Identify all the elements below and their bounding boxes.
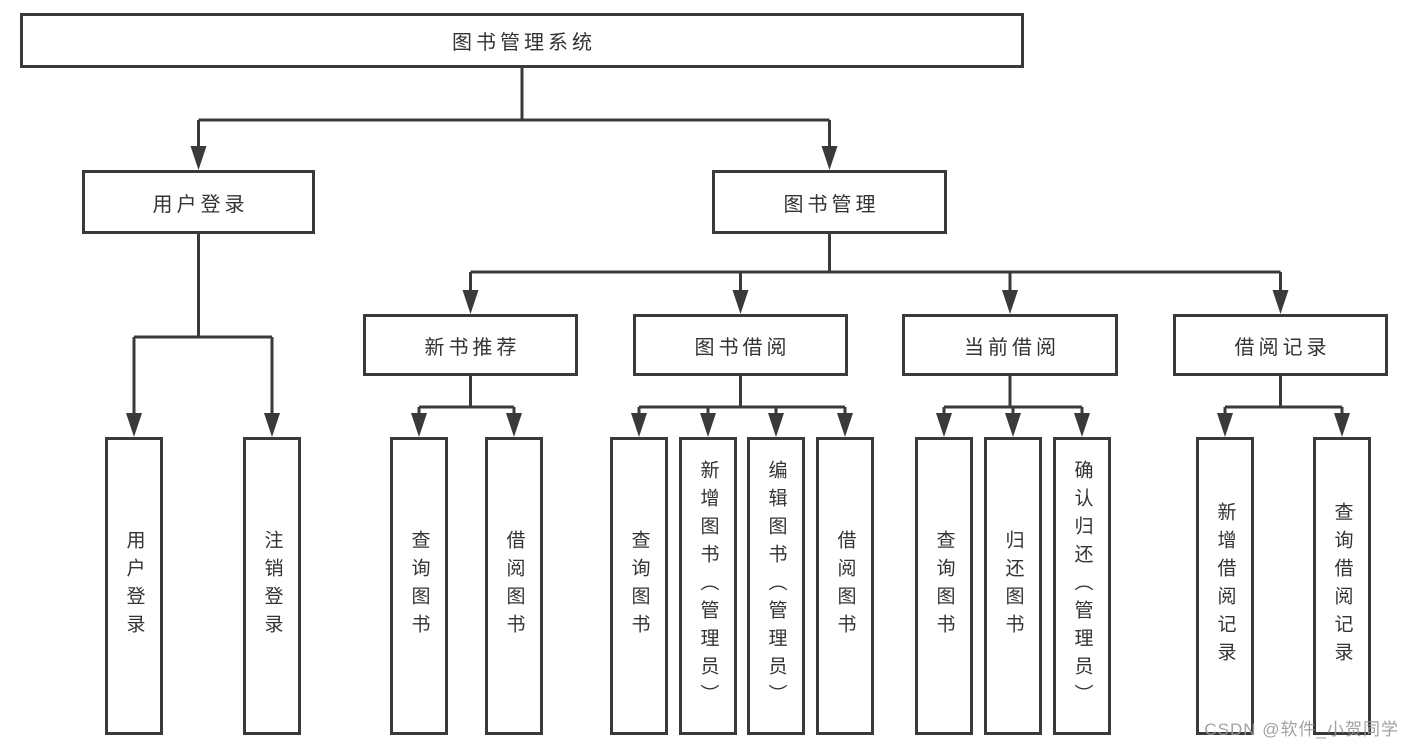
- arrowhead-icon: [700, 413, 716, 437]
- node-label: 图书管理系统: [452, 32, 596, 54]
- arrowhead-icon: [821, 146, 838, 170]
- node-book-mgmt: 图书管理: [712, 170, 947, 234]
- arrowhead-icon: [1217, 413, 1233, 437]
- node-leaf-bw-add: 新增图书（管理员）: [679, 437, 737, 735]
- node-label: 归还图书: [1002, 530, 1024, 642]
- node-label: 用户登录: [152, 193, 249, 216]
- node-label: 图书管理: [783, 193, 880, 216]
- node-leaf-bw-edit: 编辑图书（管理员）: [747, 437, 805, 735]
- node-label: 借阅图书: [503, 530, 525, 642]
- arrowhead-icon: [1272, 290, 1289, 314]
- node-leaf-nb-query: 查询图书: [390, 437, 448, 735]
- node-label: 查询图书: [408, 530, 430, 642]
- node-label: 用户登录: [123, 530, 145, 642]
- watermark: CSDN @软件_小贺同学: [1204, 720, 1399, 739]
- arrowhead-icon: [631, 413, 647, 437]
- node-label: 查询图书: [933, 530, 955, 642]
- node-label: 新增借阅记录: [1214, 502, 1236, 670]
- node-root: 图书管理系统: [20, 13, 1024, 68]
- node-label: 确认归还（管理员）: [1071, 460, 1093, 712]
- node-label: 注销登录: [261, 530, 283, 642]
- arrowhead-icon: [411, 413, 427, 437]
- arrowhead-icon: [936, 413, 952, 437]
- arrowhead-icon: [1334, 413, 1350, 437]
- node-leaf-cur-query: 查询图书: [915, 437, 973, 735]
- node-leaf-rec-query: 查询借阅记录: [1313, 437, 1371, 735]
- arrowhead-icon: [732, 290, 749, 314]
- arrowhead-icon: [1005, 413, 1021, 437]
- arrowhead-icon: [190, 146, 207, 170]
- arrowhead-icon: [462, 290, 479, 314]
- node-label: 查询借阅记录: [1331, 502, 1353, 670]
- node-leaf-cur-confirm: 确认归还（管理员）: [1053, 437, 1111, 735]
- arrowhead-icon: [126, 413, 142, 437]
- arrowhead-icon: [768, 413, 784, 437]
- node-label: 图书借阅: [694, 336, 791, 359]
- arrowhead-icon: [264, 413, 280, 437]
- tree-connector-path: [132, 68, 1344, 417]
- node-label: 编辑图书（管理员）: [765, 460, 787, 712]
- node-label: 当前借阅: [964, 336, 1060, 359]
- arrowhead-icon: [506, 413, 522, 437]
- node-leaf-login: 用户登录: [105, 437, 163, 735]
- node-leaf-logout: 注销登录: [243, 437, 301, 735]
- node-leaf-bw-query: 查询图书: [610, 437, 668, 735]
- node-leaf-bw-borrow: 借阅图书: [816, 437, 874, 735]
- arrowhead-icon: [1002, 290, 1018, 314]
- node-leaf-nb-borrow: 借阅图书: [485, 437, 543, 735]
- node-user-login: 用户登录: [82, 170, 315, 234]
- node-label: 借阅记录: [1234, 336, 1331, 359]
- node-current-borrow: 当前借阅: [902, 314, 1118, 376]
- node-leaf-cur-return: 归还图书: [984, 437, 1042, 735]
- node-leaf-rec-add: 新增借阅记录: [1196, 437, 1254, 735]
- arrowhead-icon: [1074, 413, 1090, 437]
- node-label: 新书推荐: [424, 336, 521, 359]
- node-book-borrow: 图书借阅: [633, 314, 848, 376]
- node-label: 查询图书: [628, 530, 650, 642]
- node-label: 借阅图书: [834, 530, 856, 642]
- node-label: 新增图书（管理员）: [697, 460, 719, 712]
- node-borrow-records: 借阅记录: [1173, 314, 1388, 376]
- arrowhead-icon: [837, 413, 853, 437]
- node-new-book-rec: 新书推荐: [363, 314, 578, 376]
